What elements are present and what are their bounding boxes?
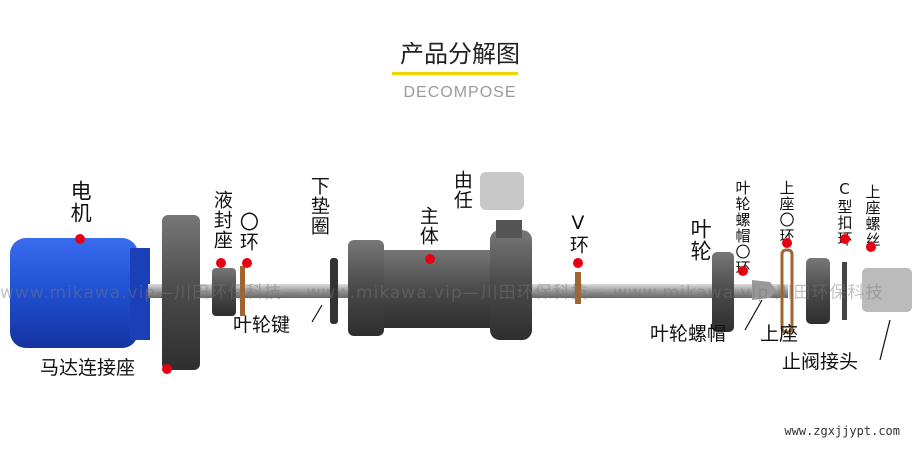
title-underline bbox=[392, 72, 518, 75]
label-seal-seat: 液封座 bbox=[210, 190, 233, 250]
marker-dot bbox=[840, 234, 850, 244]
marker-dot bbox=[866, 242, 876, 252]
marker-dot bbox=[738, 266, 748, 276]
label-check-valve-joint: 止阀接头 bbox=[782, 351, 859, 373]
label-impeller-nut: 叶轮螺帽 bbox=[650, 323, 727, 345]
label-lower-washer: 下垫圈 bbox=[307, 176, 330, 236]
v-ring-part bbox=[575, 272, 581, 304]
label-v-ring: V环 bbox=[566, 212, 589, 255]
marker-dot bbox=[162, 364, 172, 374]
pump-body bbox=[348, 220, 532, 340]
impeller-nut-part bbox=[752, 280, 776, 300]
union-part bbox=[480, 172, 524, 210]
c-clip-part bbox=[842, 262, 847, 320]
marker-dot bbox=[782, 238, 792, 248]
label-o-ring: 〇环 bbox=[236, 212, 259, 252]
upper-seat-o-ring-part bbox=[780, 248, 794, 334]
watermark: www.mikawa.vip—川田环保科技— www.mikawa.vip—川田… bbox=[0, 283, 884, 303]
marker-dot bbox=[242, 258, 252, 268]
motor-mount bbox=[162, 215, 200, 370]
page-title: 产品分解图 bbox=[400, 40, 520, 68]
label-impeller-key: 叶轮键 bbox=[233, 314, 291, 336]
o-ring-part bbox=[240, 266, 245, 316]
page-subtitle: DECOMPOSE bbox=[403, 84, 517, 101]
label-motor: 电机 bbox=[68, 180, 93, 224]
marker-dot bbox=[425, 254, 435, 264]
marker-dot bbox=[75, 234, 85, 244]
label-upper-seat-screw: 上座螺丝 bbox=[863, 184, 882, 248]
label-c-clip: C型扣环 bbox=[835, 180, 854, 247]
lower-washer-part bbox=[330, 258, 338, 324]
label-impeller-nut-o-ring: 叶轮螺帽〇环 bbox=[733, 180, 752, 276]
seal-seat bbox=[212, 268, 236, 316]
marker-dot bbox=[216, 258, 226, 268]
label-union: 由任 bbox=[450, 170, 473, 210]
label-upper-seat: 上座 bbox=[760, 323, 799, 345]
marker-dot bbox=[573, 258, 583, 268]
impeller-part bbox=[712, 252, 734, 332]
upper-seat-part bbox=[806, 258, 830, 324]
leader-lines bbox=[311, 299, 891, 361]
check-valve-joint-part bbox=[862, 268, 912, 312]
label-motor-mount: 马达连接座 bbox=[40, 357, 136, 379]
label-impeller: 叶轮 bbox=[688, 218, 713, 262]
motor bbox=[10, 238, 150, 348]
label-upper-seat-o-ring: 上座〇环 bbox=[777, 180, 796, 244]
site-url: www.zgxjjypt.com bbox=[784, 424, 900, 438]
label-body: 主体 bbox=[416, 206, 439, 246]
